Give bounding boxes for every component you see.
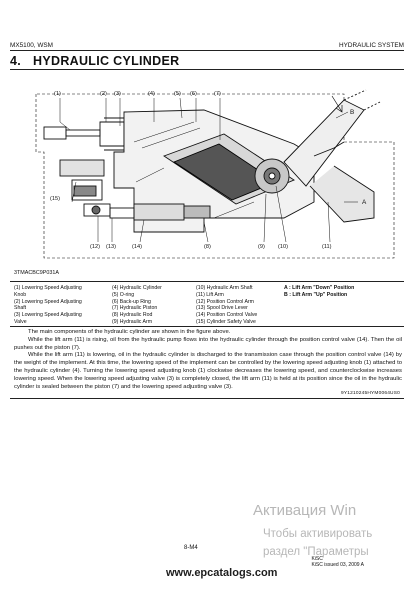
title-rule bbox=[10, 69, 404, 70]
callout-1: (1) bbox=[54, 91, 61, 97]
header-rule bbox=[10, 50, 404, 51]
issue-stamp: KiSC KiSC issued 03, 2009 A bbox=[311, 556, 364, 569]
legend-item: (4) Hydraulic Cylinder bbox=[112, 285, 162, 291]
stamp-line: KiSC issued 03, 2009 A bbox=[311, 561, 364, 568]
section-number: 4. bbox=[10, 54, 22, 68]
legend-item: (5) O-ring bbox=[112, 291, 135, 298]
section-title: HYDRAULIC CYLINDER bbox=[33, 54, 180, 68]
callout-14: (14) bbox=[132, 244, 142, 250]
legend-item: (11) Lift Arm bbox=[196, 291, 224, 298]
page-title: 4. HYDRAULIC CYLINDER bbox=[10, 54, 179, 68]
callout-9: (9) bbox=[258, 244, 265, 250]
website-link[interactable]: www.epcatalogs.com bbox=[166, 567, 278, 579]
callout-6: (6) bbox=[190, 91, 197, 97]
callout-10: (10) bbox=[278, 244, 288, 250]
callout-3: (3) bbox=[114, 91, 121, 97]
body-text: The main components of the hydraulic cyl… bbox=[14, 329, 402, 391]
watermark-line: Чтобы активировать bbox=[263, 528, 373, 540]
callout-4: (4) bbox=[148, 91, 155, 97]
callout-a: A bbox=[362, 199, 367, 206]
legend-item: (15) Cylinder Safety Valve bbox=[196, 318, 256, 325]
callout-b: B bbox=[350, 109, 354, 116]
callout-8: (8) bbox=[204, 244, 211, 250]
callout-7: (7) bbox=[214, 91, 221, 97]
legend-rule bbox=[10, 281, 404, 282]
legend-item: (7) Hydraulic Piston bbox=[112, 305, 158, 312]
callout-13: (13) bbox=[106, 244, 116, 250]
watermark-line: Активация Win bbox=[253, 502, 357, 519]
callout-12: (12) bbox=[90, 244, 100, 250]
figure-code: 3TMACBC9P031A bbox=[14, 270, 59, 276]
legend-item: A : Lift Arm "Down" Position bbox=[284, 285, 355, 291]
legend-item: (2) Lowering Speed Adjusting bbox=[14, 298, 82, 305]
paragraph: While the lift arm (11) is rising, oil f… bbox=[14, 336, 402, 351]
legend-item: Knob bbox=[14, 291, 27, 298]
page-number: 8-M4 bbox=[184, 545, 198, 551]
paragraph: While the lift arm (11) is lowering, oil… bbox=[14, 352, 402, 390]
callout-15: (15) bbox=[50, 196, 60, 202]
legend-item: (14) Position Control Valve bbox=[196, 312, 258, 319]
legend-item: (6) Back-up Ring bbox=[112, 298, 151, 305]
callout-2: (2) bbox=[100, 91, 107, 97]
legend-item: (13) Spool Drive Lever bbox=[196, 305, 248, 312]
paragraph: The main components of the hydraulic cyl… bbox=[28, 329, 231, 335]
legend-item: Valve bbox=[14, 318, 27, 325]
watermark-line: раздел "Параметры bbox=[263, 546, 369, 558]
callout-5: (5) bbox=[174, 91, 181, 97]
legend-item: (8) Hydraulic Rod bbox=[112, 312, 153, 319]
hydraulic-cylinder-diagram: (1) (2) (3) (4) (5) (6) (7) (15) (12) (1… bbox=[35, 89, 395, 259]
document-reference: 9Y1210245HYM0064US0 bbox=[340, 391, 400, 396]
legend-item: (12) Position Control Arm bbox=[196, 298, 254, 305]
legend-item: Shaft bbox=[14, 305, 27, 312]
legend-column-3: (10) Hydraulic Arm Shaft (11) Lift Arm (… bbox=[196, 285, 257, 326]
legend-column-4: A : Lift Arm "Down" Position B : Lift Ar… bbox=[284, 285, 354, 299]
legend-column-2: (4) Hydraulic Cylinder (5) O-ring (6) Ba… bbox=[112, 285, 162, 326]
legend-item: B : Lift Arm "Up" Position bbox=[284, 291, 348, 298]
body-end-rule bbox=[10, 398, 404, 399]
legend-item: (3) Lowering Speed Adjusting bbox=[14, 312, 82, 319]
body-rule bbox=[10, 326, 404, 327]
model-label: MX5100, WSM bbox=[10, 42, 53, 49]
legend-column-1: (1) Lowering Speed Adjusting Knob (2) Lo… bbox=[14, 285, 82, 326]
section-label: HYDRAULIC SYSTEM bbox=[339, 42, 404, 49]
page-header: MX5100, WSM HYDRAULIC SYSTEM bbox=[10, 42, 404, 52]
legend-item: (10) Hydraulic Arm Shaft bbox=[196, 285, 253, 291]
stamp-line: KiSC bbox=[311, 556, 323, 562]
legend-item: (1) Lowering Speed Adjusting bbox=[14, 285, 82, 291]
legend-item: (9) Hydraulic Arm bbox=[112, 318, 153, 325]
callout-11: (11) bbox=[322, 244, 332, 250]
